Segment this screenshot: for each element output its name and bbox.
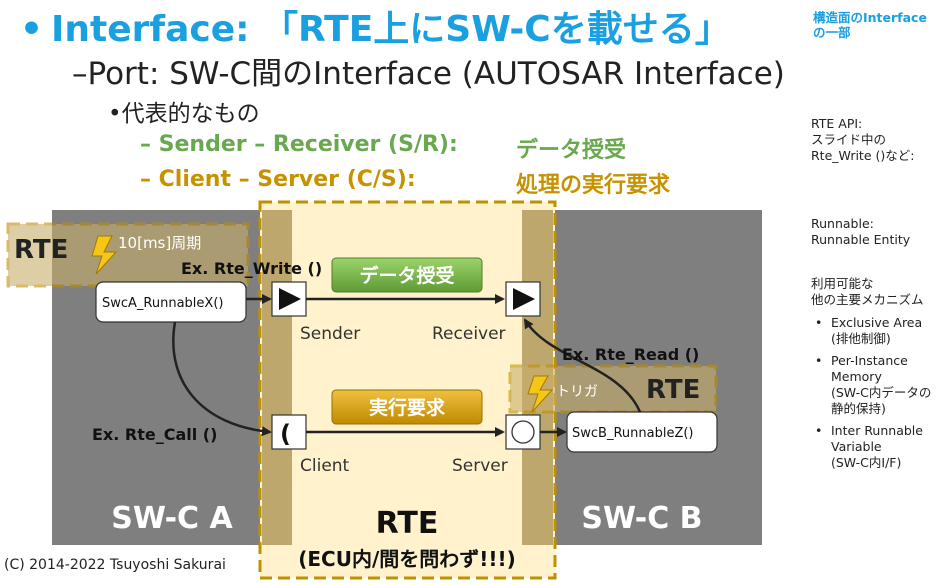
title-bullet: • [20,9,44,50]
trigger-label: トリガ [556,384,598,400]
item-line: 静的保持) [831,401,886,416]
lightning-icon [527,375,554,413]
client-port [271,414,307,450]
rte-tag-right-box [508,364,718,414]
client-glyph: ( [280,420,291,448]
mechanisms-list: Exclusive Area (排他制御) Per-Instance Memor… [813,315,931,477]
data-exchange-label: データ授受 [359,264,454,287]
item-line: (SW-C内データの [831,385,932,400]
cs-desc: 処理の実行要求 [516,173,671,198]
rte-center-sublabel: (ECU内/間を問わず!!!) [298,547,516,571]
sender-label: Sender [300,324,360,344]
list-item: Inter Runnable Variable (SW-C内I/F) [813,423,931,471]
mechanisms-line2: 他の主要メカニズム [811,292,924,307]
sr-desc: データ授受 [516,138,627,163]
client-label: Client [300,456,350,476]
rte-api-line1: RTE API: [811,116,863,131]
item-line: Exclusive Area [831,315,923,330]
structure-note-line2: の一部 [813,25,851,40]
server-label: Server [452,456,508,476]
runnable-x: SwcA_RunnableX() [102,296,223,311]
swc-a-label: SW-C A [111,501,233,536]
title-text: Interface: 「RTE上にSW-Cを載せる」 [51,9,731,50]
runnable-z-box [566,411,718,453]
mechanisms-line1: 利用可能な [811,276,874,291]
rte-read-label: Ex. Rte_Read () [562,345,699,364]
bullet-typical: •代表的なもの [108,101,260,127]
runnable-line2: Runnable Entity [811,232,911,247]
sender-arrow-icon [279,288,301,310]
rte-api-line3: Rte_Write ()など: [811,148,915,163]
runnable-z: SwcB_RunnableZ() [572,426,694,441]
rte-write-label: Ex. Rte_Write () [181,259,322,278]
rte-center-label: RTE [376,506,439,541]
rte-call-label: Ex. Rte_Call () [92,425,217,444]
runnable-note: Runnable: Runnable Entity [811,216,910,248]
mechanisms-note: 利用可能な 他の主要メカニズム [811,276,924,308]
receiver-arrow-icon [513,288,535,310]
runnable-x-box [95,281,247,323]
exec-request-label: 実行要求 [369,396,446,419]
rte-api-line2: スライド中の [811,132,887,147]
runnable-line1: Runnable: [811,216,874,231]
item-line: (SW-C内I/F) [831,455,902,470]
item-line: Inter Runnable [831,423,923,438]
slide-title: •Interface: 「RTE上にSW-Cを載せる」 [20,0,731,52]
cs-label: – Client – Server (C/S): [140,167,416,192]
rte-overlap-left [262,210,292,545]
runnable-z-to-receiver [523,318,642,413]
item-line: Variable [831,439,882,454]
server-circle-icon [511,420,535,444]
structure-note-line1: 構造面のInterface [813,10,927,25]
rte-tag-right: RTE [646,375,700,405]
receiver-label: Receiver [432,324,506,344]
runnable-x-to-client [172,321,272,437]
list-item: Exclusive Area (排他制御) [813,315,931,347]
item-line: Per-Instance [831,353,908,368]
rte-api-note: RTE API: スライド中の Rte_Write ()など: [811,116,914,164]
period-label: 10[ms]周期 [118,234,201,252]
lightning-icon [91,235,118,275]
exec-request-tag [331,389,483,425]
copyright: (C) 2014-2022 Tsuyoshi Sakurai [4,557,226,573]
data-exchange-tag [331,257,483,293]
structure-note: 構造面のInterface の一部 [813,10,927,40]
item-line: Memory [831,369,882,384]
sr-label: – Sender – Receiver (S/R): [140,132,458,157]
rte-tag-left-box [6,222,250,288]
swc-b-label: SW-C B [581,501,702,536]
rte-tag-left: RTE [14,235,68,265]
list-item: Per-Instance Memory (SW-C内データの 静的保持) [813,353,931,417]
item-line: (排他制御) [831,331,891,346]
subtitle: –Port: SW-C間のInterface (AUTOSAR Interfac… [72,56,785,92]
